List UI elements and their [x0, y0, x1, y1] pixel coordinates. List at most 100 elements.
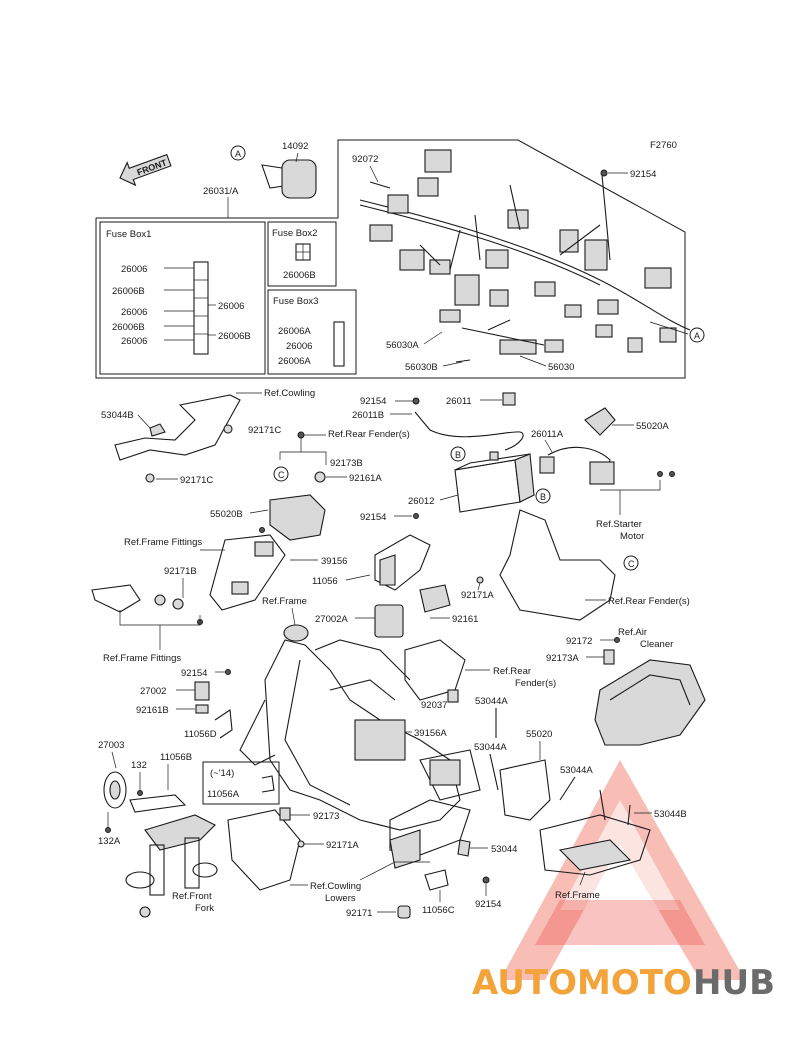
part-label-27003: 27003 [98, 740, 124, 751]
fuse-box1-label-7: 26006B [218, 331, 251, 342]
part-11056-bracket-icon [374, 534, 431, 591]
part-39156a-icon [354, 719, 406, 761]
fuse-box1-title: Fuse Box1 [106, 229, 151, 240]
fuse-box1-body-icon [164, 261, 216, 355]
part-label-26031a: 26031/A [203, 186, 239, 197]
fuse-box1-frame [99, 221, 266, 375]
part-label-56030a: 56030A [386, 340, 419, 351]
ref-air-cleaner-1: Ref.Air [618, 627, 647, 638]
battery-icon [454, 451, 535, 513]
side-bracket-icon [91, 584, 203, 625]
part-27002a-icon [374, 604, 404, 638]
ref-air-cleaner-2: Cleaner [640, 639, 673, 650]
fuse-box1-label-5: 26006 [121, 336, 147, 347]
part-label-11056: 11056 [312, 576, 338, 587]
ref-frame-fittings-2: Ref.Frame Fittings [103, 653, 181, 664]
ref-rear-fender-2: Ref.Rear Fender(s) [608, 596, 690, 607]
part-label-11056a: 11056A [207, 789, 240, 800]
ecu-bracket-icon [389, 749, 481, 869]
part-label-92171: 92171 [346, 908, 372, 919]
part-label-92171a-2: 92171A [326, 840, 359, 851]
fuse-box2-label: 26006B [283, 270, 316, 281]
part-label-92171c-1: 92171C [248, 425, 281, 436]
fuse-box2-frame [267, 221, 337, 287]
part-label-26011: 26011 [446, 396, 472, 407]
marker-a-circle-2 [689, 327, 705, 343]
ref-rear-fender-3a: Ref.Rear [493, 666, 531, 677]
part-label-92173b: 92173B [330, 458, 363, 469]
watermark-wordmark: AUTOMOTO HUB [472, 963, 775, 1003]
part-label-92154-d: 92154 [181, 668, 207, 679]
ref-starter-motor-2: Motor [620, 531, 644, 542]
cowling-bracket-icon [114, 394, 241, 483]
part-label-92173: 92173 [313, 811, 339, 822]
marker-a-circle [230, 145, 246, 161]
ref-frame-1: Ref.Frame [262, 596, 307, 607]
fuse-box3-body-icon [333, 321, 345, 367]
cowling-lower-bracket-icon [227, 809, 301, 891]
fuse-box3-label-1: 26006A [278, 326, 311, 337]
relay-bracket-icon [209, 534, 286, 611]
part-label-55020: 55020 [526, 729, 552, 740]
part-55020b-icon [269, 494, 326, 541]
ecu-mount-icon [539, 789, 651, 876]
part-label-55020a: 55020A [636, 421, 669, 432]
part-label-56030b: 56030B [405, 362, 438, 373]
main-harness-box [95, 139, 686, 379]
part-label-132a: 132A [98, 836, 121, 847]
part-label-92171a-1: 92171A [461, 590, 494, 601]
marker-c-label-2: C [628, 559, 635, 569]
ref-cowling-lowers-1: Ref.Cowling [310, 881, 361, 892]
part-26011-icon [502, 392, 516, 406]
part-label-53044a-2: 53044A [474, 742, 507, 753]
part-label-26012: 26012 [408, 496, 434, 507]
part-label-27002a: 27002A [315, 614, 348, 625]
ref-front-fork-2: Fork [195, 903, 214, 914]
battery-tray-icon [499, 509, 616, 621]
marker-c-label-1: C [278, 470, 285, 480]
part-label-92154-c: 92154 [360, 512, 386, 523]
part-label-53044: 53044 [491, 844, 517, 855]
watermark-text-2: HUB [693, 963, 775, 1003]
part-label-92173a: 92173A [546, 653, 579, 664]
marker-c-circle-2 [623, 555, 639, 571]
marker-b-label-1: B [455, 450, 461, 460]
part-label-92171c-2: 92171C [180, 475, 213, 486]
horn-icon [103, 771, 127, 809]
ref-cowling: Ref.Cowling [264, 388, 315, 399]
bracket-note: (~'14) [210, 768, 234, 779]
watermark-logo [500, 760, 745, 980]
part-55020a-icon [584, 407, 616, 436]
fuse-box3-title: Fuse Box3 [273, 296, 318, 307]
part-label-92154-e: 92154 [475, 899, 501, 910]
part-label-39156: 39156 [321, 556, 347, 567]
part-label-53044a-1: 53044A [475, 696, 508, 707]
part-label-92072: 92072 [352, 154, 378, 165]
part-label-27002: 27002 [140, 686, 166, 697]
ref-rear-fender-1: Ref.Rear Fender(s) [328, 429, 410, 440]
part-label-53044b-right: 53044B [654, 809, 687, 820]
fuse-box1-label-6: 26006 [218, 301, 244, 312]
ref-cowling-lowers-2: Lowers [325, 893, 356, 904]
marker-b-circle-1 [450, 446, 466, 462]
fuse-box1-label-2: 26006B [112, 286, 145, 297]
part-label-11056b: 11056B [160, 752, 192, 763]
ref-frame-2: Ref.Frame [555, 890, 600, 901]
bracket-note-box [202, 761, 280, 805]
marker-c-circle-1 [273, 466, 289, 482]
part-label-39156a: 39156A [414, 728, 447, 739]
part-label-26011b: 26011B [352, 410, 384, 421]
part-label-92154-top: 92154 [630, 169, 656, 180]
part-label-92161b: 92161B [136, 705, 169, 716]
fuse-box1-label-3: 26006 [121, 307, 147, 318]
fuse-box2-title: Fuse Box2 [272, 228, 317, 239]
part-label-11056c: 11056C [422, 905, 455, 916]
ref-rear-fender-3b: Fender(s) [515, 678, 556, 689]
part-label-132: 132 [131, 760, 147, 771]
part-label-26011a: 26011A [531, 429, 564, 440]
marker-b-label-2: B [540, 492, 546, 502]
part-55020-plate-icon [499, 759, 551, 821]
air-cleaner-cover-icon [594, 659, 706, 746]
fuse-box1-label-1: 26006 [121, 264, 147, 275]
front-arrow-icon: FRONT [119, 153, 172, 187]
